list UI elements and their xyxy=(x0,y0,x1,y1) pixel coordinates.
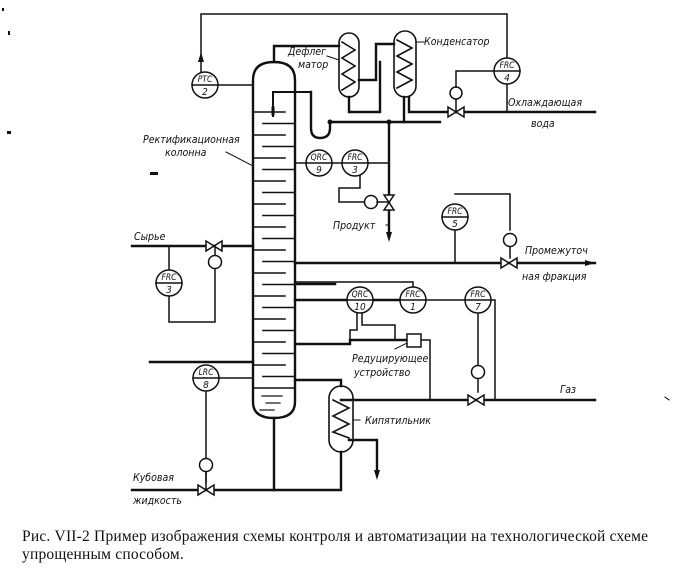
intermediate-label-1: Промежуточ xyxy=(525,245,588,257)
condenser-coil xyxy=(395,38,414,90)
reboiler xyxy=(328,385,354,453)
instrument-number: 8 xyxy=(203,380,209,391)
instrument-code: FRC xyxy=(161,273,177,283)
dephlegmator xyxy=(338,32,360,98)
reducing-device xyxy=(406,333,422,348)
instrument-lrc-8: LRC 8 xyxy=(192,364,220,392)
dephlegmator-label-2: матор xyxy=(298,59,328,71)
intermediate-label-2: ная фракция xyxy=(522,271,587,283)
instrument-code: FRC xyxy=(470,290,486,300)
instrument-number: 3 xyxy=(166,285,172,296)
instrument-frc-7: FRC 7 xyxy=(464,286,492,314)
figure-caption: Рис. VII-2 Пример изображения схемы конт… xyxy=(22,528,649,563)
dephlegmator-coil xyxy=(340,40,357,92)
process-piping xyxy=(130,42,597,492)
scan-speck xyxy=(7,131,11,134)
process-control-diagram: PTC2FRC4QRC9FRC3FRC5FRC3QRC10FRC1FRC7LRC… xyxy=(130,13,597,507)
instrument-ptc-2: PTC 2 xyxy=(191,71,219,99)
instrument-code: QRC xyxy=(311,153,328,163)
feed-label: Сырье xyxy=(134,231,166,243)
instrument-number: 9 xyxy=(316,165,322,176)
gas-valve xyxy=(467,393,485,407)
rectification-column xyxy=(251,60,312,420)
product-label: Продукт xyxy=(333,220,376,232)
instrument-number: 1 xyxy=(410,302,416,313)
instrument-code: QRC xyxy=(352,290,369,300)
scan-speck xyxy=(2,8,4,11)
instrument-number: 2 xyxy=(202,87,208,98)
instrument-frc-4: FRC 4 xyxy=(493,57,521,85)
instrument-code: LRC xyxy=(199,368,215,378)
scan-speck xyxy=(8,31,10,35)
signal-lines xyxy=(168,13,511,483)
reducing-device-label-2: устройство xyxy=(353,367,410,379)
flow-arrows xyxy=(198,52,595,480)
reducing-device-label-1: Редуцирующее xyxy=(352,353,428,365)
instrument-frc-3a: FRC 3 xyxy=(341,149,369,177)
diagram-labels: Ректификационная колонна Дефлег матор Ко… xyxy=(132,36,588,507)
reboiler-coil xyxy=(331,398,351,440)
dephlegmator-label-1: Дефлег xyxy=(287,46,326,58)
bottoms-label-2: жидкость xyxy=(132,495,182,507)
instrument-code: FRC xyxy=(405,290,421,300)
valve-actuators xyxy=(198,86,518,473)
condenser-label: Конденсатор xyxy=(424,36,489,48)
instrument-qrc-9: QRC 9 xyxy=(305,149,333,177)
leader-lines xyxy=(225,41,425,421)
reboiler-label: Кипятильник xyxy=(365,415,431,427)
bottoms-label-1: Кубовая xyxy=(133,472,174,484)
instrument-frc-3b: FRC 3 xyxy=(155,269,183,297)
instrument-code: FRC xyxy=(447,207,463,217)
instrument-frc-5: FRC 5 xyxy=(441,203,469,231)
instrument-number: 7 xyxy=(475,302,481,313)
instrument-code: FRC xyxy=(347,153,363,163)
intermediate-valve xyxy=(500,256,518,270)
cooling-water-label-2: вода xyxy=(531,118,555,130)
cooling-water-label-1: Охлаждающая xyxy=(508,97,582,109)
condenser xyxy=(393,30,417,98)
column-label-1: Ректификационная xyxy=(143,134,240,146)
instrument-number: 5 xyxy=(452,219,458,230)
gas-label: Газ xyxy=(560,384,576,396)
instrument-code: PTC xyxy=(198,75,213,85)
instrument-qrc-10: QRC 10 xyxy=(346,286,374,314)
feed-valve xyxy=(205,239,223,253)
instrument-number: 10 xyxy=(354,302,366,313)
column-label-2: колонна xyxy=(165,147,207,159)
instrument-number: 4 xyxy=(504,73,510,84)
instrument-frc-1: FRC 1 xyxy=(399,286,427,314)
instrument-number: 3 xyxy=(352,165,358,176)
instrument-code: FRC xyxy=(499,61,515,71)
scan-speck xyxy=(150,172,158,175)
